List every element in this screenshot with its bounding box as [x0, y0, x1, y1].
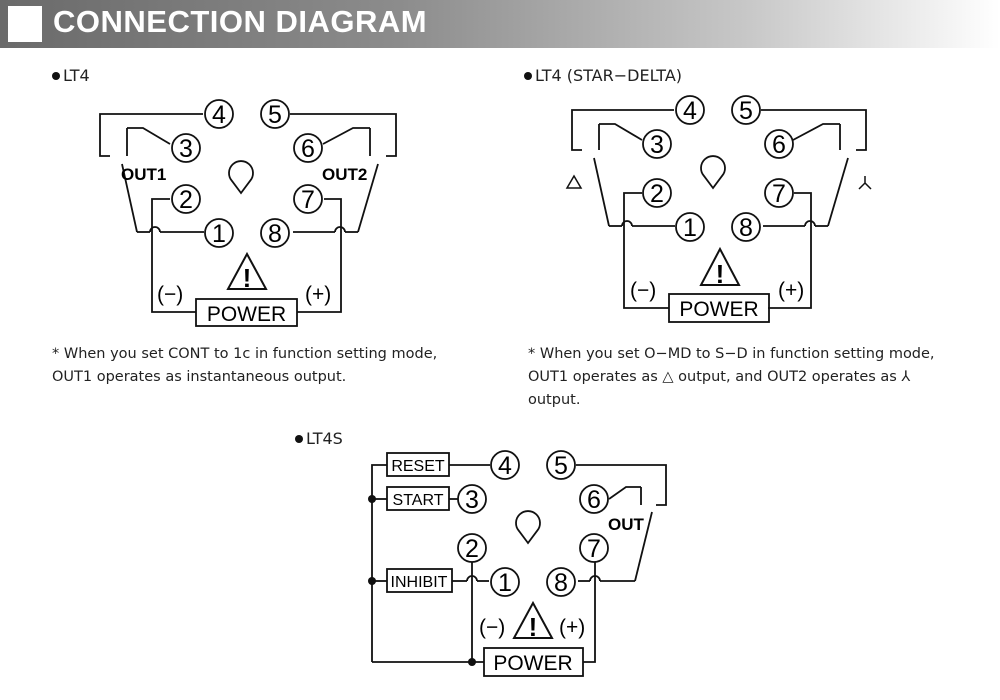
lt4sd-note-line1: * When you set O−MD to S−D in function s… [528, 346, 935, 362]
delta-icon [565, 174, 583, 189]
lt4sd-pin-5: 5 [739, 97, 753, 125]
lt4-minus-label: (−) [157, 283, 183, 306]
lt4s-pin-2: 2 [465, 535, 479, 563]
socket-key-icon [515, 510, 541, 545]
lt4sd-pin-8: 8 [739, 214, 753, 242]
lt4s-pin-4: 4 [498, 452, 512, 480]
lt4s-out-label: OUT [608, 515, 645, 534]
socket-key-icon [228, 160, 254, 195]
lt4sd-pin-6: 6 [772, 131, 786, 159]
lt4sd-note-delta-icon: △ [662, 369, 674, 385]
lt4s-pin-3: 3 [465, 486, 479, 514]
lt4sd-note-line2: OUT1 operates as △ output, and OUT2 oper… [528, 366, 935, 389]
lt4sd-note-line3: output. [528, 392, 581, 408]
lt4s-plus-label: (+) [559, 616, 585, 639]
lt4-note-line2: OUT1 operates as instantaneous output. [52, 369, 347, 385]
lt4-pin-6: 6 [301, 135, 315, 163]
lt4-out1-label: OUT1 [121, 165, 166, 184]
lt4s-pin-1: 1 [498, 569, 512, 597]
bullet-icon [52, 71, 60, 80]
lt4sd-pin-7: 7 [772, 180, 786, 208]
lt4s-pin-7: 7 [587, 535, 601, 563]
lt4s-warning-icon: ! [529, 612, 538, 642]
lt4-pin-7: 7 [301, 186, 315, 214]
lt4-pin-2: 2 [179, 186, 193, 214]
star-icon [858, 176, 872, 190]
bullet-icon [524, 71, 532, 80]
lt4-note-line1: * When you set CONT to 1c in function se… [52, 346, 438, 362]
lt4s-pin-5: 5 [554, 452, 568, 480]
lt4s-power-label: POWER [493, 652, 572, 675]
lt4sd-warning-icon: ! [716, 259, 725, 289]
lt4-pin-3: 3 [179, 135, 193, 163]
lt4s-minus-label: (−) [479, 616, 505, 639]
section-label-lt4s: LT4S [295, 429, 343, 448]
header-bar: CONNECTION DIAGRAM [0, 0, 1000, 48]
lt4sd-pin-2: 2 [650, 180, 664, 208]
section-label-lt4-star-delta-text: LT4 (STAR−DELTA) [535, 66, 683, 85]
lt4s-pin-8: 8 [554, 569, 568, 597]
section-label-lt4-text: LT4 [63, 66, 90, 85]
lt4sd-pin-1: 1 [683, 214, 697, 242]
section-label-lt4: LT4 [52, 66, 90, 85]
socket-key-icon [700, 155, 726, 190]
section-label-lt4-star-delta: LT4 (STAR−DELTA) [524, 66, 682, 85]
lt4sd-note-star-icon: ⅄ [901, 369, 911, 385]
lt4-pin-5: 5 [268, 101, 282, 129]
section-label-lt4s-text: LT4S [306, 429, 343, 448]
page-title: CONNECTION DIAGRAM [53, 4, 428, 39]
lt4sd-power-label: POWER [679, 298, 758, 321]
lt4s-inhibit-label: INHIBIT [391, 574, 448, 591]
lt4-plus-label: (+) [305, 283, 331, 306]
lt4sd-pin-3: 3 [650, 131, 664, 159]
lt4-pin-4: 4 [212, 101, 226, 129]
lt4-power-label: POWER [207, 303, 286, 326]
lt4sd-note-line2a: OUT1 operates as [528, 369, 658, 385]
lt4sd-note-line2b: output, and OUT2 operates as [678, 369, 897, 385]
header-square-icon [8, 6, 42, 42]
lt4s-start-label: START [393, 492, 444, 509]
lt4sd-pin-4: 4 [683, 97, 697, 125]
lt4-star-delta-note: * When you set O−MD to S−D in function s… [528, 343, 935, 412]
lt4sd-plus-label: (+) [778, 279, 804, 302]
lt4-out2-label: OUT2 [322, 165, 367, 184]
lt4s-pin-6: 6 [587, 486, 601, 514]
bullet-icon [295, 434, 303, 443]
lt4-pin-1: 1 [212, 220, 226, 248]
lt4s-reset-label: RESET [391, 458, 445, 475]
lt4-pin-8: 8 [268, 220, 282, 248]
lt4sd-minus-label: (−) [630, 279, 656, 302]
lt4-note: * When you set CONT to 1c in function se… [52, 343, 437, 389]
lt4-warning-icon: ! [243, 263, 252, 293]
